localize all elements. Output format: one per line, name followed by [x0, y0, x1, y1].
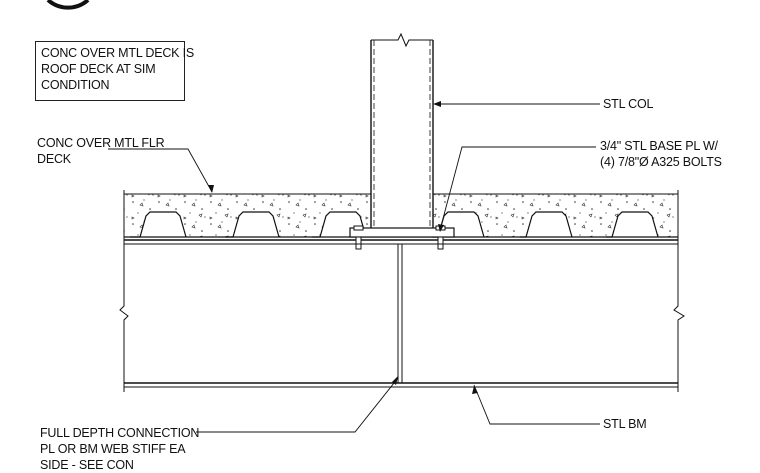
- base-plate: [349, 227, 455, 238]
- label-line: (4) 7/8"Ø A325 BOLTS: [600, 155, 722, 169]
- roof-deck-note: CONC OVER MTL DECK IS ROOF DECK AT SIM C…: [41, 45, 194, 93]
- label-line: FULL DEPTH CONNECTION: [40, 426, 200, 440]
- label-line: CONC OVER MTL FLR: [37, 136, 165, 150]
- note-line: CONC OVER MTL DECK IS: [41, 46, 194, 60]
- detail-bubble-fragment: [46, 0, 90, 10]
- note-line: CONDITION: [41, 78, 110, 92]
- roof-deck-note-box: CONC OVER MTL DECK IS ROOF DECK AT SIM C…: [35, 41, 194, 101]
- leader-arrows: [208, 101, 478, 394]
- label-line: 3/4" STL BASE PL W/: [600, 139, 718, 153]
- steel-column: [370, 32, 434, 228]
- label-line: DECK: [37, 152, 71, 166]
- label-line: PL OR BM WEB STIFF EA: [40, 442, 186, 456]
- metal-deck-flutes: [130, 211, 659, 238]
- leader-lines: [108, 103, 600, 433]
- base-plate-label: 3/4" STL BASE PL W/ (4) 7/8"Ø A325 BOLTS: [600, 138, 722, 170]
- steel-beam-label: STL BM: [603, 417, 647, 431]
- connection-plate: [397, 244, 403, 383]
- steel-beam: [119, 190, 685, 392]
- floor-deck-label: CONC OVER MTL FLR DECK: [37, 135, 165, 167]
- steel-column-label: STL COL: [603, 97, 654, 111]
- note-line: ROOF DECK AT SIM: [41, 62, 156, 76]
- label-line: SIDE - SEE CON: [40, 458, 134, 472]
